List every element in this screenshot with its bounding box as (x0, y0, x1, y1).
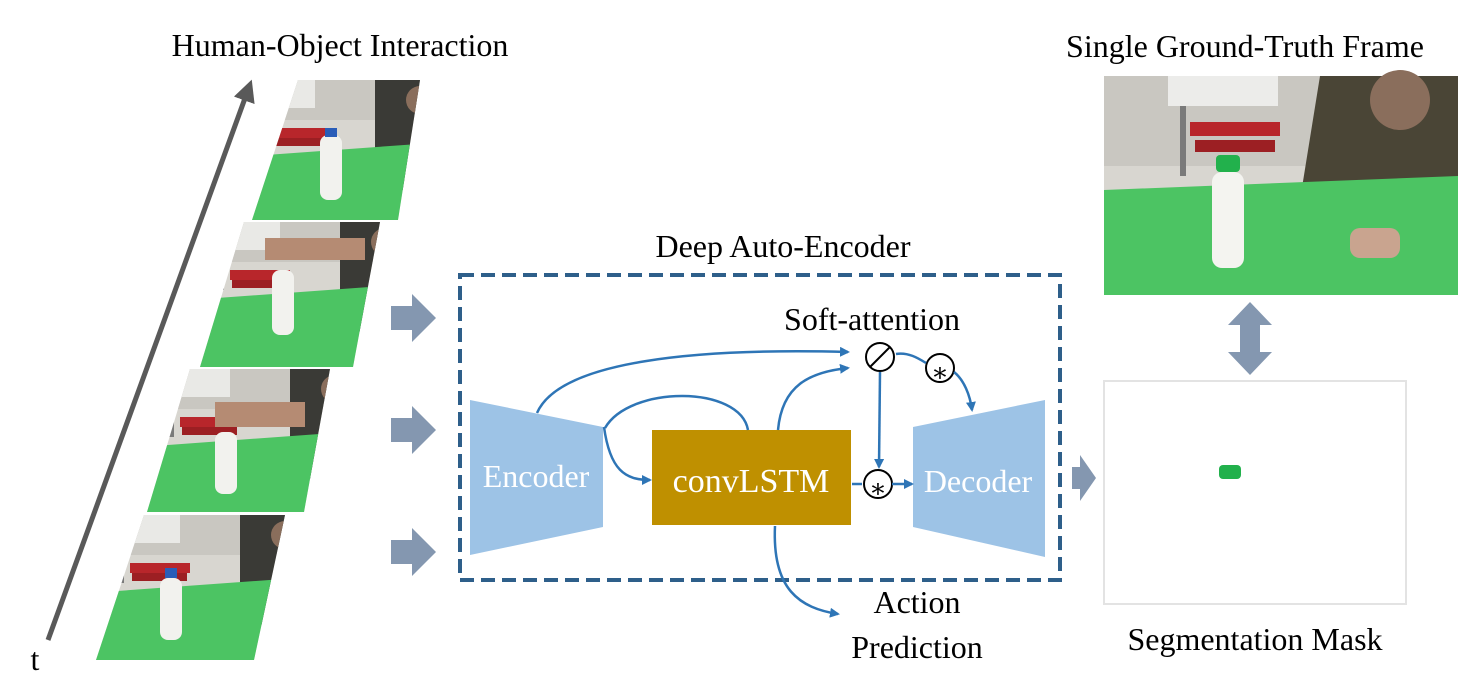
input-arrows (391, 294, 436, 576)
segmentation-mask-label: Segmentation Mask (1127, 621, 1382, 657)
gt-bottle-cap (1216, 155, 1240, 172)
convlstm-label: convLSTM (673, 463, 830, 500)
ground-truth-frame (1104, 70, 1458, 295)
video-frame-4 (96, 515, 285, 660)
convlstm-to-attention-arrow (776, 363, 850, 431)
bottle-2 (272, 270, 294, 335)
input-arrow-3 (391, 528, 436, 576)
convlstm-to-action-arrow (773, 525, 840, 618)
encoder-to-attention-arrow (535, 346, 850, 414)
segmentation-mask-object (1219, 465, 1241, 479)
attention-to-multiply-top-arrow (895, 352, 927, 365)
flow-arrows (535, 346, 976, 618)
hoi-title: Human-Object Interaction (172, 27, 509, 63)
output-arrow (1072, 455, 1096, 501)
encoder-to-convlstm-arrow (602, 426, 652, 485)
decoder-block (913, 400, 1045, 557)
svg-text:∗: ∗ (931, 358, 949, 387)
encoder-label: Encoder (483, 458, 590, 494)
decoder-label: Decoder (924, 463, 1033, 499)
autoencoder-title: Deep Auto-Encoder (655, 228, 910, 264)
action-label-line1: Action (873, 584, 960, 620)
encoder-block (470, 400, 603, 555)
multiply-operator-top: ∗ (925, 353, 955, 387)
bottle-1 (320, 135, 342, 200)
segmentation-mask-panel (1103, 380, 1407, 605)
time-axis-arrow (45, 79, 255, 641)
multiply-operator-bottom: ∗ (863, 469, 893, 503)
bottle-4 (160, 578, 182, 640)
action-label-line2: Prediction (851, 629, 983, 665)
divide-operator (865, 342, 895, 372)
video-frame-3 (147, 369, 330, 512)
multiply-top-to-decoder-arrow (953, 371, 976, 412)
svg-text:∗: ∗ (869, 474, 887, 503)
soft-attention-label: Soft-attention (784, 301, 960, 337)
convlstm-block (652, 430, 851, 525)
autoencoder-box (458, 273, 1062, 582)
video-frame-1 (252, 80, 420, 220)
gt-title: Single Ground-Truth Frame (1066, 28, 1424, 64)
gt-bottle (1212, 172, 1244, 268)
correspondence-arrow (1228, 302, 1272, 375)
input-arrow-1 (391, 294, 436, 342)
video-frames (96, 80, 420, 660)
input-arrow-2 (391, 406, 436, 454)
convlstm-recurrent-loop (603, 394, 750, 431)
time-axis-label: t (31, 641, 40, 677)
video-frame-2 (200, 222, 380, 367)
attention-to-multiply-arrow (874, 371, 885, 469)
bottle-3 (215, 432, 237, 494)
